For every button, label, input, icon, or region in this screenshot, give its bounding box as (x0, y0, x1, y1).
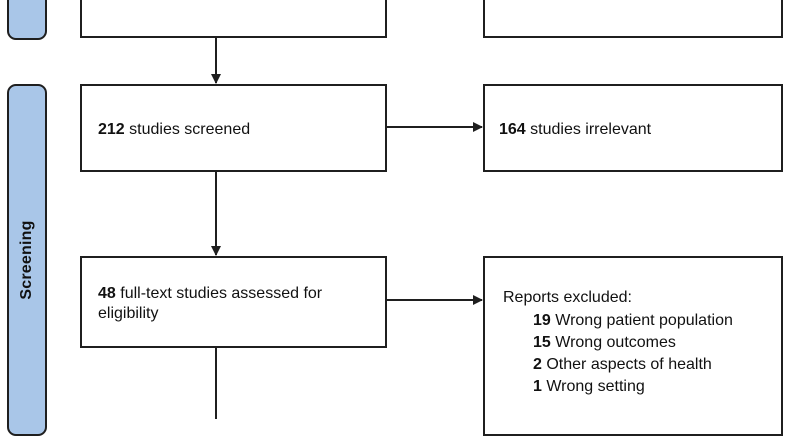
fulltext-assessed-text: 48 full-text studies assessed for eligib… (98, 284, 375, 324)
exclusion-reason-item: 19 Wrong patient population (533, 310, 773, 332)
studies-screened-box: 212 studies screened (80, 84, 387, 172)
fulltext-assessed-box: 48 full-text studies assessed for eligib… (80, 256, 387, 348)
exclusion-reason: Other aspects of health (546, 356, 712, 373)
top-right-box (483, 0, 783, 38)
exclusion-count: 15 (533, 334, 551, 351)
fulltext-assessed-label: full-text studies assessed for eligibili… (98, 285, 323, 322)
top-left-box (80, 0, 387, 38)
exclusion-reason: Wrong setting (546, 378, 645, 395)
exclusion-reason: Wrong patient population (555, 312, 733, 329)
reports-excluded-title: Reports excluded: (503, 289, 632, 306)
studies-irrelevant-label: studies irrelevant (530, 121, 652, 138)
studies-irrelevant-box: 164 studies irrelevant (483, 84, 783, 172)
exclusion-count: 1 (533, 378, 542, 395)
exclusion-reason-item: 15 Wrong outcomes (533, 332, 773, 354)
studies-irrelevant-text: 164 studies irrelevant (499, 120, 771, 140)
exclusion-reason: Wrong outcomes (555, 334, 676, 351)
studies-screened-count: 212 (98, 121, 125, 138)
exclusion-reason-item: 2 Other aspects of health (533, 354, 773, 376)
phase-tab-top (7, 0, 47, 40)
studies-irrelevant-count: 164 (499, 121, 526, 138)
studies-screened-label: studies screened (129, 121, 251, 138)
studies-screened-text: 212 studies screened (98, 120, 375, 140)
exclusion-count: 2 (533, 356, 542, 373)
fulltext-assessed-count: 48 (98, 285, 116, 302)
exclusion-reason-item: 1 Wrong setting (533, 376, 773, 398)
phase-tab-screening: Screening (7, 84, 47, 436)
exclusion-count: 19 (533, 312, 551, 329)
flow-connectors (211, 38, 483, 419)
exclusion-reasons-list: 19 Wrong patient population 15 Wrong out… (533, 310, 773, 398)
